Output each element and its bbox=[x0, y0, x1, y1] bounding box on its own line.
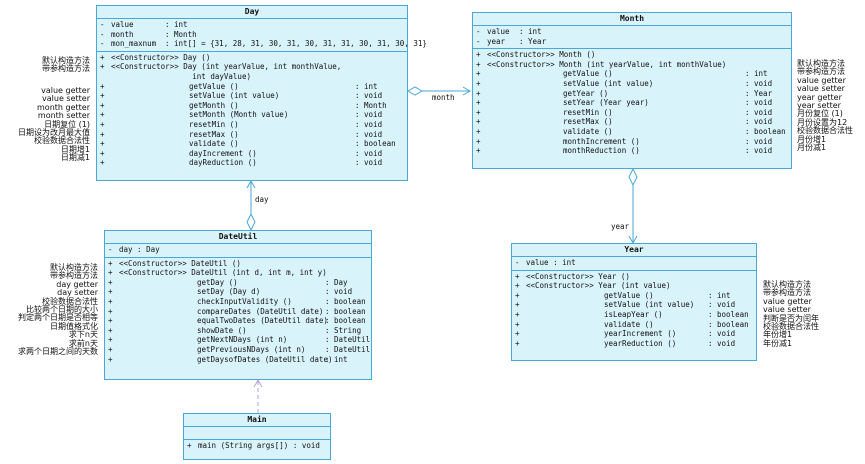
operation-row: +getYear (): Year bbox=[476, 88, 773, 98]
operation-row: +<<Constructor>> Year () bbox=[515, 271, 630, 281]
operation-row: +resetMin (): void bbox=[100, 119, 383, 129]
operation-row: +validate (): boolean bbox=[515, 319, 749, 329]
operations-section: +<<Constructor>> Month () +<<Constructor… bbox=[473, 49, 791, 158]
class-name: Year bbox=[512, 244, 756, 257]
attributes-section: -value: int -year: Year bbox=[473, 26, 791, 50]
attribute-row: -day : Day bbox=[108, 245, 160, 254]
operation-row: +monthIncrement (): void bbox=[476, 136, 773, 146]
operation-row: +<<Constructor>> Day () bbox=[100, 52, 211, 62]
operation-row: +getDaysofDates (DateUtil date): int bbox=[108, 354, 348, 364]
attributes-section: -day : Day bbox=[105, 244, 371, 258]
operation-row: +checkInputValidity (): boolean bbox=[108, 296, 366, 306]
attributes-section: -value: int -month: Month -mon_maxnum: i… bbox=[97, 19, 427, 52]
association-label-day: day bbox=[255, 195, 269, 204]
attributes-section: -value : int bbox=[512, 257, 756, 271]
operations-section: +<<Constructor>> DateUtil () +<<Construc… bbox=[105, 258, 371, 367]
attribute-row: -mon_maxnum: int[] = {31, 28, 31, 30, 31… bbox=[100, 39, 427, 49]
operation-row: +getValue (): int bbox=[100, 81, 378, 91]
attribute-row: -value: int bbox=[100, 20, 188, 29]
class-name: Month bbox=[473, 13, 791, 26]
operation-row: +getPreviousNDays (int n): DateUtil bbox=[108, 344, 371, 354]
operation-row: +validate (): boolean bbox=[476, 126, 786, 136]
class-name: Day bbox=[97, 6, 407, 19]
operations-section: +<<Constructor>> Day () +<<Constructor>>… bbox=[97, 52, 407, 170]
association-day-month bbox=[406, 86, 472, 96]
operation-row: +yearIncrement (): void bbox=[515, 329, 736, 339]
attribute-row: -year: Year bbox=[476, 36, 547, 46]
operation-row: +isLeapYear (): boolean bbox=[515, 309, 749, 319]
notes-day: 默认构造方法带参构造方法 bbox=[42, 56, 90, 74]
class-name: Main bbox=[184, 414, 330, 427]
operation-row: +setValue (int value): void bbox=[100, 91, 383, 101]
operation-row: +<<Constructor>> DateUtil (int d, int m,… bbox=[108, 268, 327, 278]
class-year[interactable]: Year -value : int +<<Constructor>> Year … bbox=[511, 243, 757, 361]
class-main[interactable]: Main +main (String args[]) : void bbox=[183, 413, 331, 460]
operation-row: +compareDates (DateUtil date): boolean bbox=[108, 306, 366, 316]
operation-row: +getMonth (): Month bbox=[100, 100, 387, 110]
attribute-row: -value: int bbox=[476, 27, 542, 36]
operation-row: +validate (): boolean bbox=[100, 139, 396, 149]
operation-row: +resetMax (): void bbox=[476, 117, 773, 127]
operation-row: +<<Constructor>> DateUtil () bbox=[108, 258, 241, 268]
operation-row: +<<Constructor>> Month () bbox=[476, 50, 596, 60]
operation-row: +<<Constructor>> Month (int yearValue, i… bbox=[476, 59, 727, 69]
attributes-section bbox=[184, 427, 330, 440]
class-name: DateUtil bbox=[105, 231, 371, 244]
operation-row: +getDay (): Day bbox=[108, 277, 348, 287]
operation-row: +getNextNDays (int n): DateUtil bbox=[108, 335, 371, 345]
operation-row: +resetMax (): void bbox=[100, 129, 383, 139]
operation-row: +<<Constructor>> Day (int yearValue, int… bbox=[100, 62, 342, 72]
operation-row: +getValue (): int bbox=[515, 290, 731, 300]
operation-row: int dayValue) bbox=[111, 71, 251, 81]
class-day[interactable]: Day -value: int -month: Month -mon_maxnu… bbox=[96, 5, 427, 181]
operation-row: +getValue (): int bbox=[476, 69, 768, 79]
association-month-year bbox=[628, 167, 638, 245]
association-label-year: year bbox=[611, 222, 630, 231]
dependency-main-dateutil bbox=[253, 378, 263, 413]
operations-section: +<<Constructor>> Year () +<<Constructor>… bbox=[512, 271, 756, 351]
operation-row: +setMonth (Month value): void bbox=[100, 110, 383, 120]
attribute-row: -month: Month bbox=[100, 29, 197, 39]
class-month[interactable]: Month -value: int -year: Year +<<Constru… bbox=[472, 12, 792, 169]
operation-row: +setValue (int value): void bbox=[515, 300, 736, 310]
operation-row: +setYear (Year year): void bbox=[476, 98, 773, 108]
operation-row: +resetMin (): void bbox=[476, 107, 773, 117]
operation-row: +<<Constructor>> Year (int value) bbox=[515, 281, 671, 291]
class-dateutil[interactable]: DateUtil -day : Day +<<Constructor>> Dat… bbox=[104, 230, 372, 380]
operation-row: +monthReduction (): void bbox=[476, 146, 773, 156]
association-dateutil-day bbox=[246, 179, 256, 232]
operation-row: +showDate (): String bbox=[108, 325, 362, 335]
association-label-month: month bbox=[432, 93, 455, 102]
operation-row: +dayIncrement (): void bbox=[100, 148, 383, 158]
operation-row: +dayReduction (): void bbox=[100, 158, 383, 168]
operations-section: +main (String args[]) : void bbox=[184, 440, 330, 453]
operation-row: +setValue (int value): void bbox=[476, 78, 773, 88]
operation-row: +setDay (Day d): void bbox=[108, 287, 353, 297]
operation-row: +yearReduction (): void bbox=[515, 338, 736, 348]
operation-row: +main (String args[]) : void bbox=[187, 441, 320, 450]
attribute-row: -value : int bbox=[515, 258, 576, 267]
operation-row: +equalTwoDates (DateUtil date): boolean bbox=[108, 316, 366, 326]
